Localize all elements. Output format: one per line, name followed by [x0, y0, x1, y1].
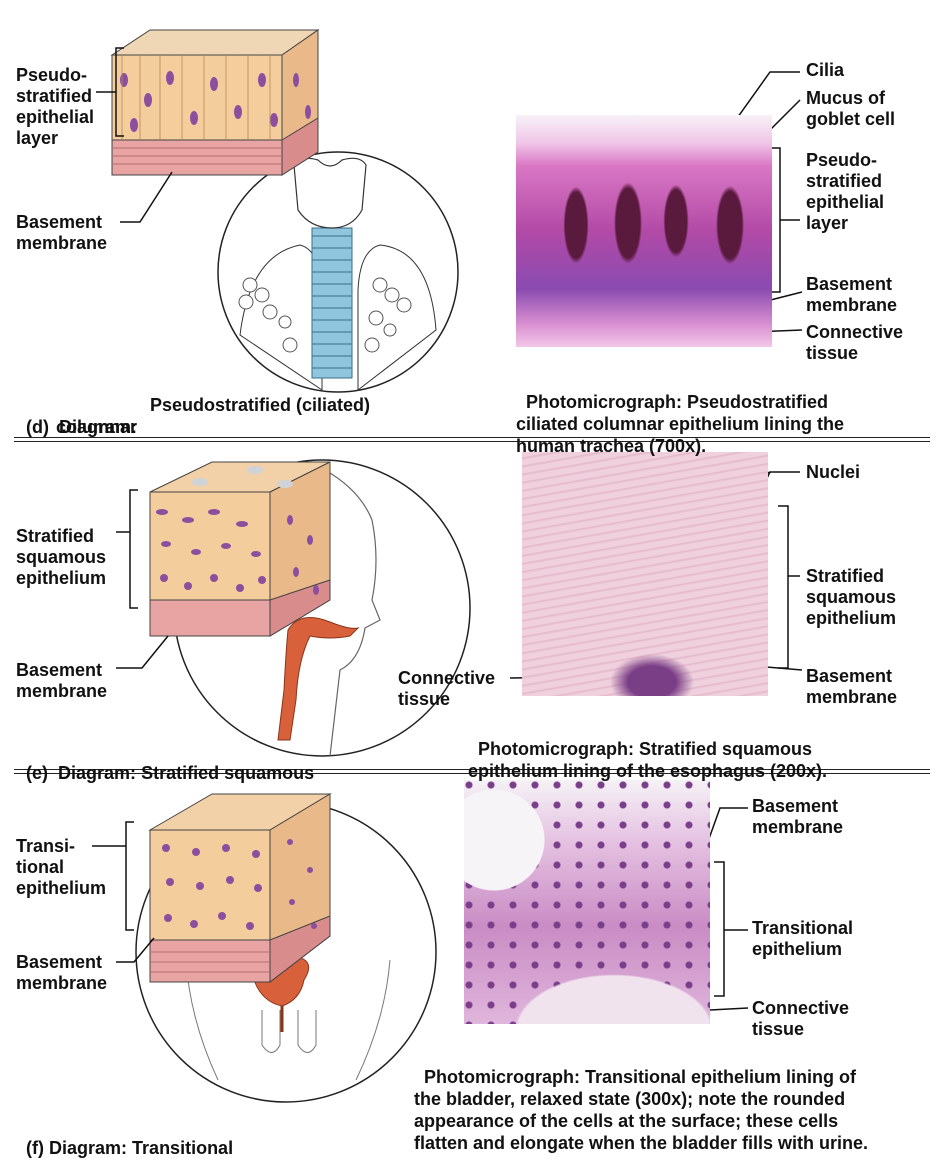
caption-d-photo-text: Pseudostratified ciliated columnar epith… — [516, 392, 845, 456]
label-f-epithelium-left: Transi- tional epithelium — [16, 836, 107, 898]
label-e-connective: Connective tissue — [398, 668, 496, 709]
label-d-basement-right: Basement membrane — [806, 274, 898, 315]
section-divider-2 — [14, 769, 930, 774]
label-d-layer-left: Pseudo- stratified epithelial layer — [16, 65, 95, 148]
label-d-mucus: Mucus of goblet cell — [806, 88, 896, 129]
label-e-basement-right: Basement membrane — [806, 666, 898, 707]
bracket-f-left — [92, 821, 155, 963]
esophagus-photomicrograph — [522, 452, 768, 696]
caption-f-text: Transitional — [127, 1138, 234, 1158]
label-e-epithelium-right: Stratified squamous epithelium — [806, 566, 897, 628]
caption-f-photo-text: Transitional epithelium lining of the bl… — [414, 1067, 869, 1153]
caption-e-letter: (e) — [26, 763, 49, 783]
label-f-basement-right: Basement membrane — [752, 796, 844, 837]
trachea-tube — [311, 227, 353, 379]
label-f-basement-left: Basement membrane — [16, 952, 108, 993]
caption-d-letter: (d) — [26, 417, 49, 437]
caption-e-text: Stratified squamous — [136, 763, 315, 783]
pseudostratified-block-diagram — [110, 29, 320, 176]
bracket-e-left — [116, 489, 169, 669]
caption-e-bold: Diagram: — [58, 763, 137, 783]
trachea-inset-circle — [217, 151, 459, 393]
caption-e-photo-text: Stratified squamous epithelium lining of… — [468, 739, 828, 781]
label-d-cilia: Cilia — [806, 60, 845, 80]
section-divider-1 — [14, 437, 930, 442]
caption-f-photo-bold: Photomicrograph: — [424, 1067, 581, 1087]
label-d-connective: Connective tissue — [806, 322, 904, 363]
trachea-photomicrograph — [516, 115, 772, 347]
label-e-basement-left: Basement membrane — [16, 660, 108, 701]
caption-f-letter: (f) — [26, 1138, 44, 1158]
caption-e-diagram: (e) Diagram: Stratified squamous — [16, 740, 314, 784]
stratified-block-diagram — [149, 461, 331, 637]
bladder-photomicrograph — [464, 780, 710, 1024]
caption-d-photo-bold: Photomicrograph: — [526, 392, 683, 412]
label-f-connective: Connective tissue — [752, 998, 850, 1039]
caption-d-diagram: (d) Diagram: — [16, 394, 137, 438]
larynx — [293, 157, 367, 229]
caption-d-diagram-text: Pseudostratified (ciliated) columnar — [56, 395, 371, 437]
caption-d-photo: Photomicrograph: Pseudostratified ciliat… — [516, 369, 916, 457]
label-e-nuclei: Nuclei — [806, 462, 861, 482]
caption-e-photo-bold: Photomicrograph: — [478, 739, 635, 759]
caption-d-bold: Diagram: — [59, 417, 138, 437]
transitional-block-diagram — [148, 793, 332, 984]
caption-f-bold: Diagram: — [49, 1138, 128, 1158]
caption-e-photo: Photomicrograph: Stratified squamous epi… — [468, 716, 827, 782]
esophagus-organ — [277, 617, 360, 741]
label-d-layer-right: Pseudo- stratified epithelial layer — [806, 150, 885, 233]
label-f-epithelium-right: Transitional epithelium — [752, 918, 854, 959]
caption-f-diagram: (f) Diagram: Transitional — [16, 1115, 233, 1159]
bracket-d-left — [96, 47, 173, 223]
label-e-epithelium-left: Stratified squamous epithelium — [16, 526, 107, 588]
caption-f-photo: Photomicrograph: Transitional epithelium… — [414, 1044, 868, 1154]
label-d-basement-left: Basement membrane — [16, 212, 108, 253]
